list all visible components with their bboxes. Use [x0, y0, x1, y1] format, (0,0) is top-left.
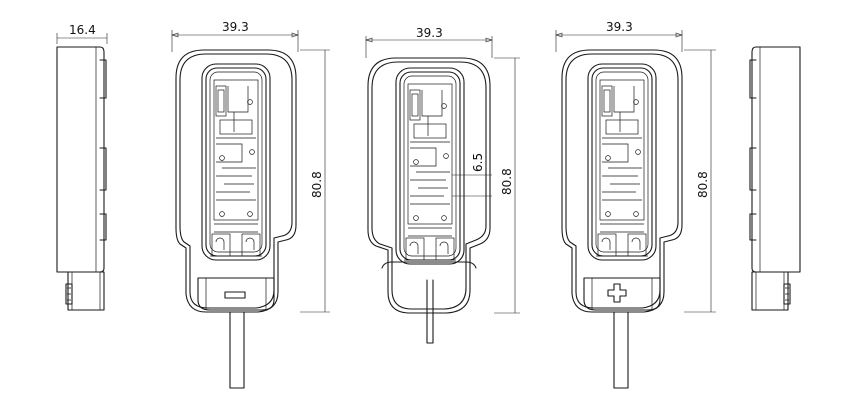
left-side-view: 16.4 [56, 23, 108, 311]
front-view-plus: 39.3 80.8 [555, 20, 716, 389]
dim-label-height-3: 80.8 [696, 171, 710, 198]
dim-label-height-2: 80.8 [500, 168, 514, 195]
dimension-width-3: 39.3 [555, 20, 683, 52]
dim-label-side-left: 16.4 [69, 23, 96, 37]
dim-label-width-3: 39.3 [606, 20, 633, 34]
dim-label-inner-offset: 6.5 [471, 153, 485, 172]
right-side-view [749, 46, 801, 311]
minus-symbol [224, 291, 246, 299]
dimension-width-1: 39.3 [171, 20, 299, 52]
dimension-side-thickness-left: 16.4 [56, 23, 108, 44]
plus-symbol [607, 283, 627, 303]
front-view-center: 39.3 80.8 6.5 [365, 26, 520, 344]
front-view-minus: 39.3 80.8 [171, 20, 330, 389]
dimension-height-2: 80.8 [494, 57, 520, 314]
dim-label-width-2: 39.3 [416, 26, 443, 40]
dim-label-height-1: 80.8 [310, 171, 324, 198]
dim-label-width-1: 39.3 [222, 20, 249, 34]
dimension-width-2: 39.3 [365, 26, 493, 58]
dimension-height-3: 80.8 [684, 49, 716, 313]
dimension-height-1: 80.8 [300, 49, 330, 313]
